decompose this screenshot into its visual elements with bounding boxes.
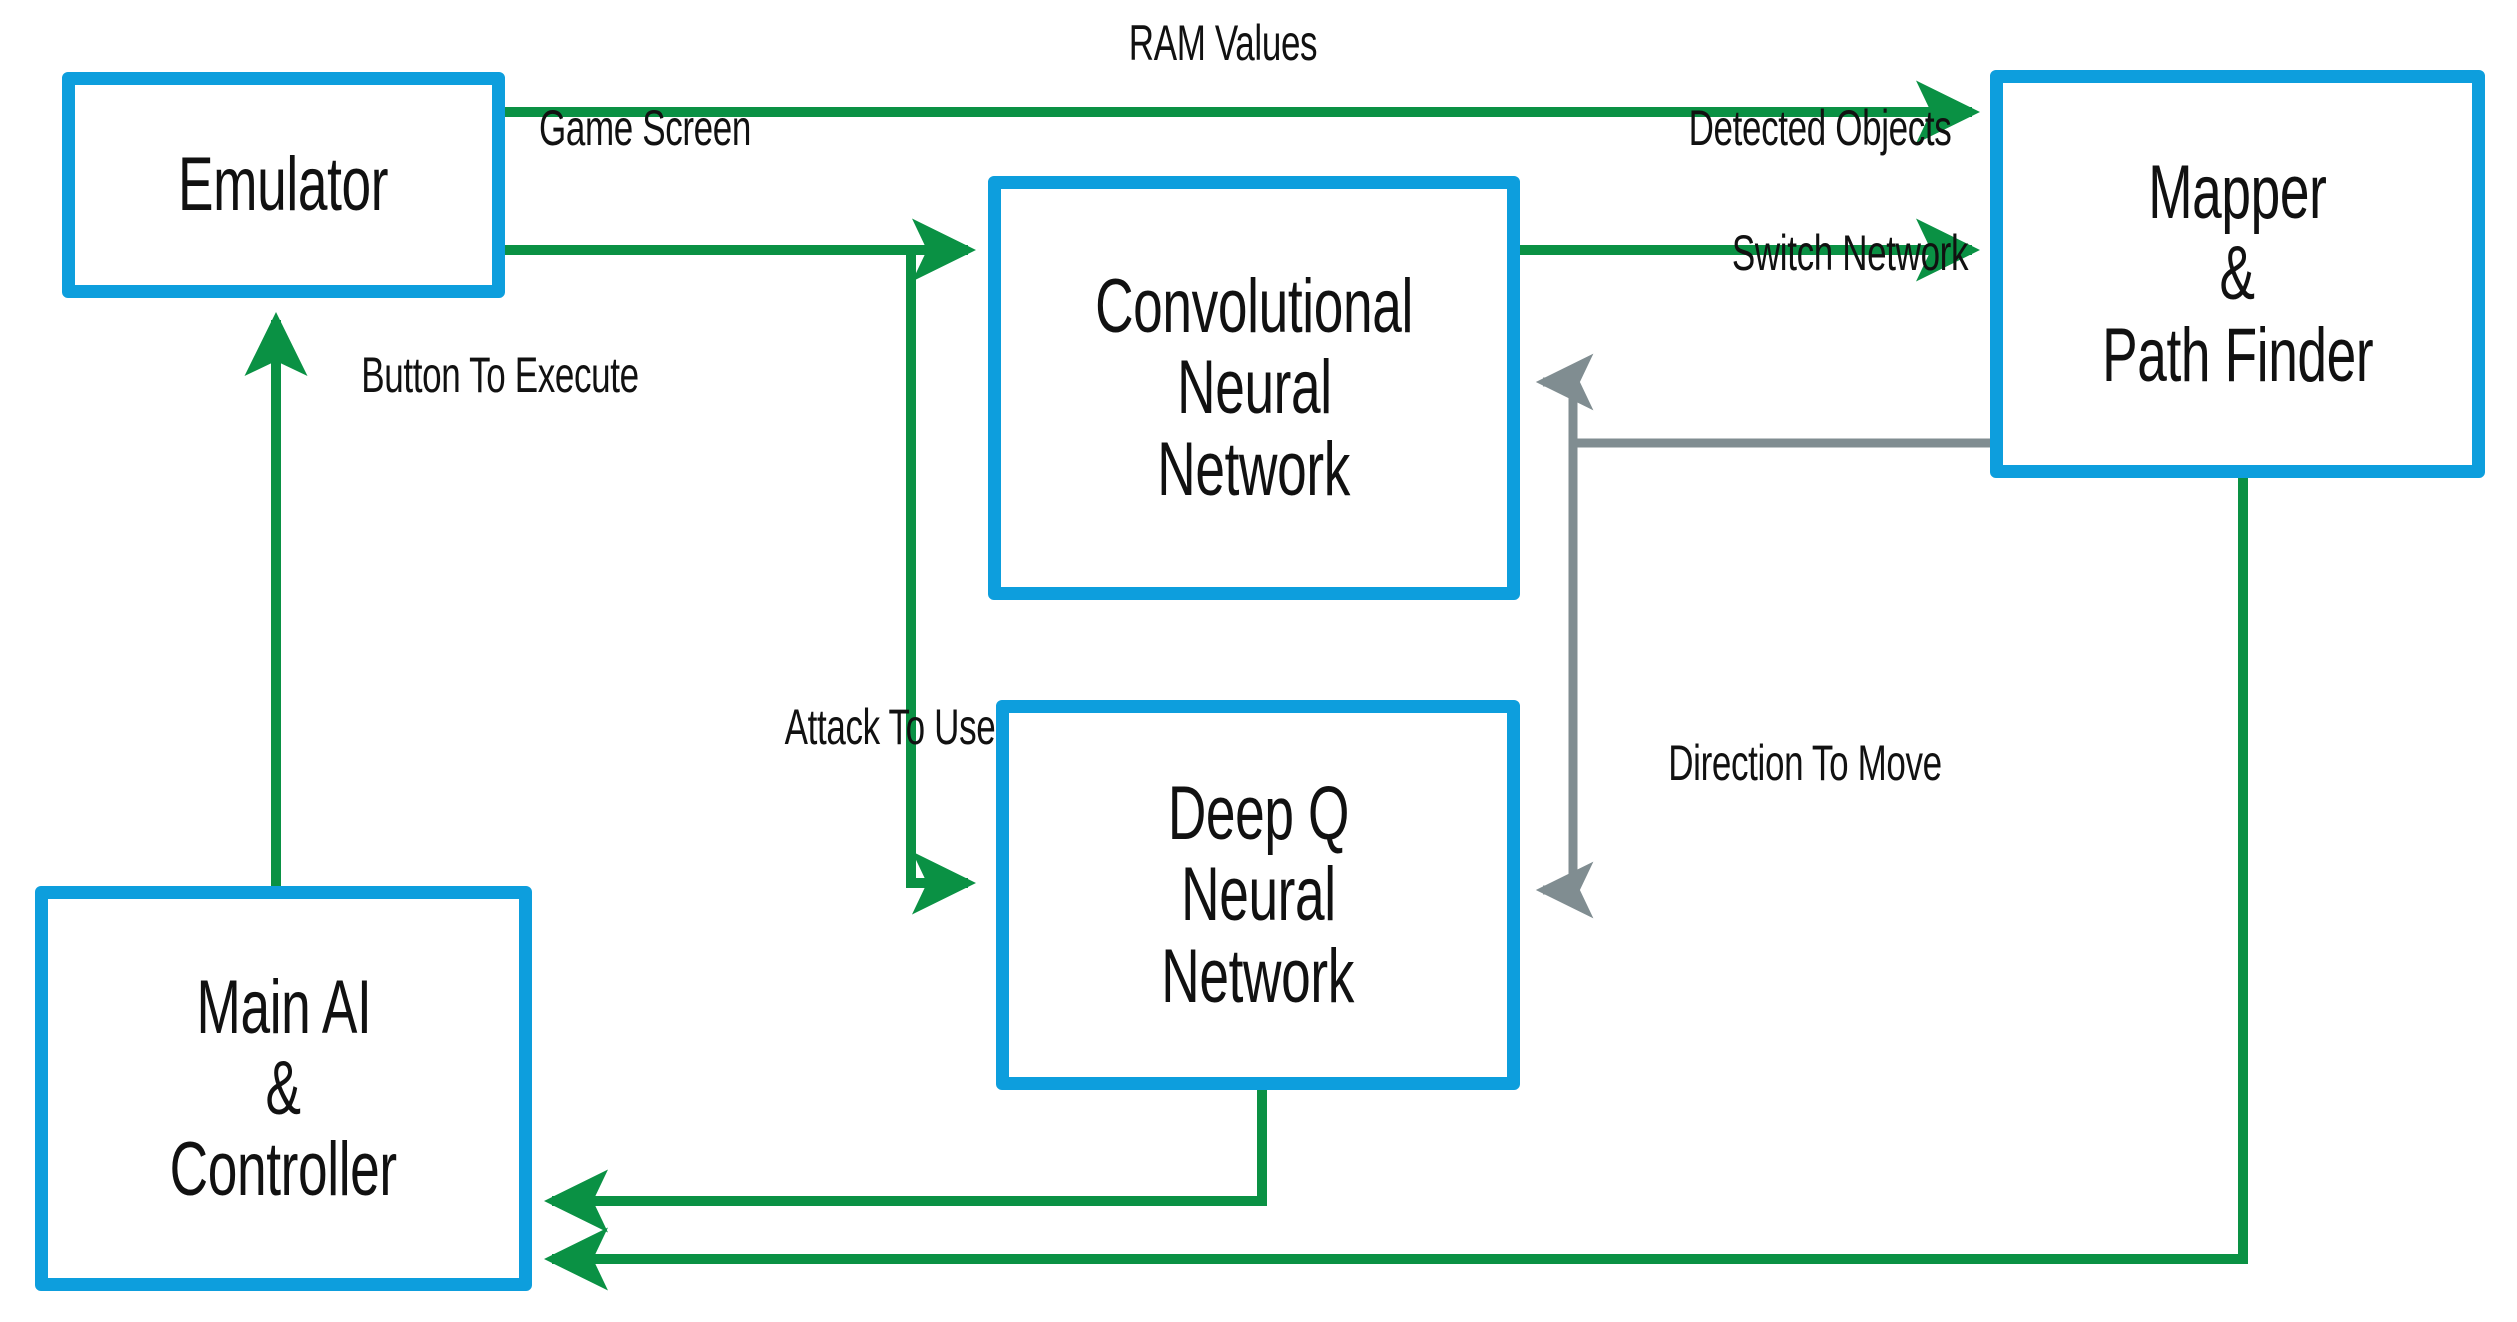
node-main-ai-controller[interactable]: Main AI & Controller xyxy=(35,886,532,1291)
edge-switch-network-to-dqn xyxy=(1535,443,1594,919)
node-cnn-line-2: Network xyxy=(1157,426,1351,512)
edge-label-button-to-execute: Button To Execute xyxy=(361,347,639,403)
edge-label-direction-to-move: Direction To Move xyxy=(1668,735,1942,791)
edge-label-game-screen: Game Screen xyxy=(538,100,752,156)
node-mapper-line-1: & xyxy=(2219,231,2256,317)
edge-label-attack-to-use: Attack To Use xyxy=(784,699,996,755)
edge-label-detected-objects: Detected Objects xyxy=(1688,100,1952,156)
node-convolutional-neural-network[interactable]: Convolutional Neural Network xyxy=(988,176,1520,600)
node-main-ai-line-2: Controller xyxy=(169,1127,398,1213)
node-dqn-line-0: Deep Q xyxy=(1167,771,1349,857)
node-cnn-line-0: Convolutional xyxy=(1095,264,1413,350)
node-dqn-line-2: Network xyxy=(1161,933,1355,1019)
node-deep-q-neural-network[interactable]: Deep Q Neural Network xyxy=(996,700,1520,1090)
node-mapper-path-finder[interactable]: Mapper & Path Finder xyxy=(1990,70,2485,478)
edge-switch-network-to-cnn xyxy=(1535,353,1990,448)
edge-attack-to-use xyxy=(543,1090,1267,1233)
node-main-ai-line-0: Main AI xyxy=(196,964,371,1050)
node-dqn-line-1: Neural xyxy=(1180,852,1336,938)
node-mapper-line-2: Path Finder xyxy=(2101,312,2374,398)
node-cnn-line-1: Neural xyxy=(1176,345,1332,431)
node-emulator-line-0: Emulator xyxy=(178,142,389,228)
edge-label-ram-values: RAM Values xyxy=(1128,15,1318,71)
node-main-ai-line-1: & xyxy=(265,1045,302,1131)
edge-label-switch-network: Switch Network xyxy=(1731,225,1969,281)
edge-direction-to-move xyxy=(543,478,2248,1291)
node-mapper-line-0: Mapper xyxy=(2148,150,2327,236)
edge-game-screen-to-dqn xyxy=(906,250,977,915)
node-emulator[interactable]: Emulator xyxy=(62,72,505,298)
